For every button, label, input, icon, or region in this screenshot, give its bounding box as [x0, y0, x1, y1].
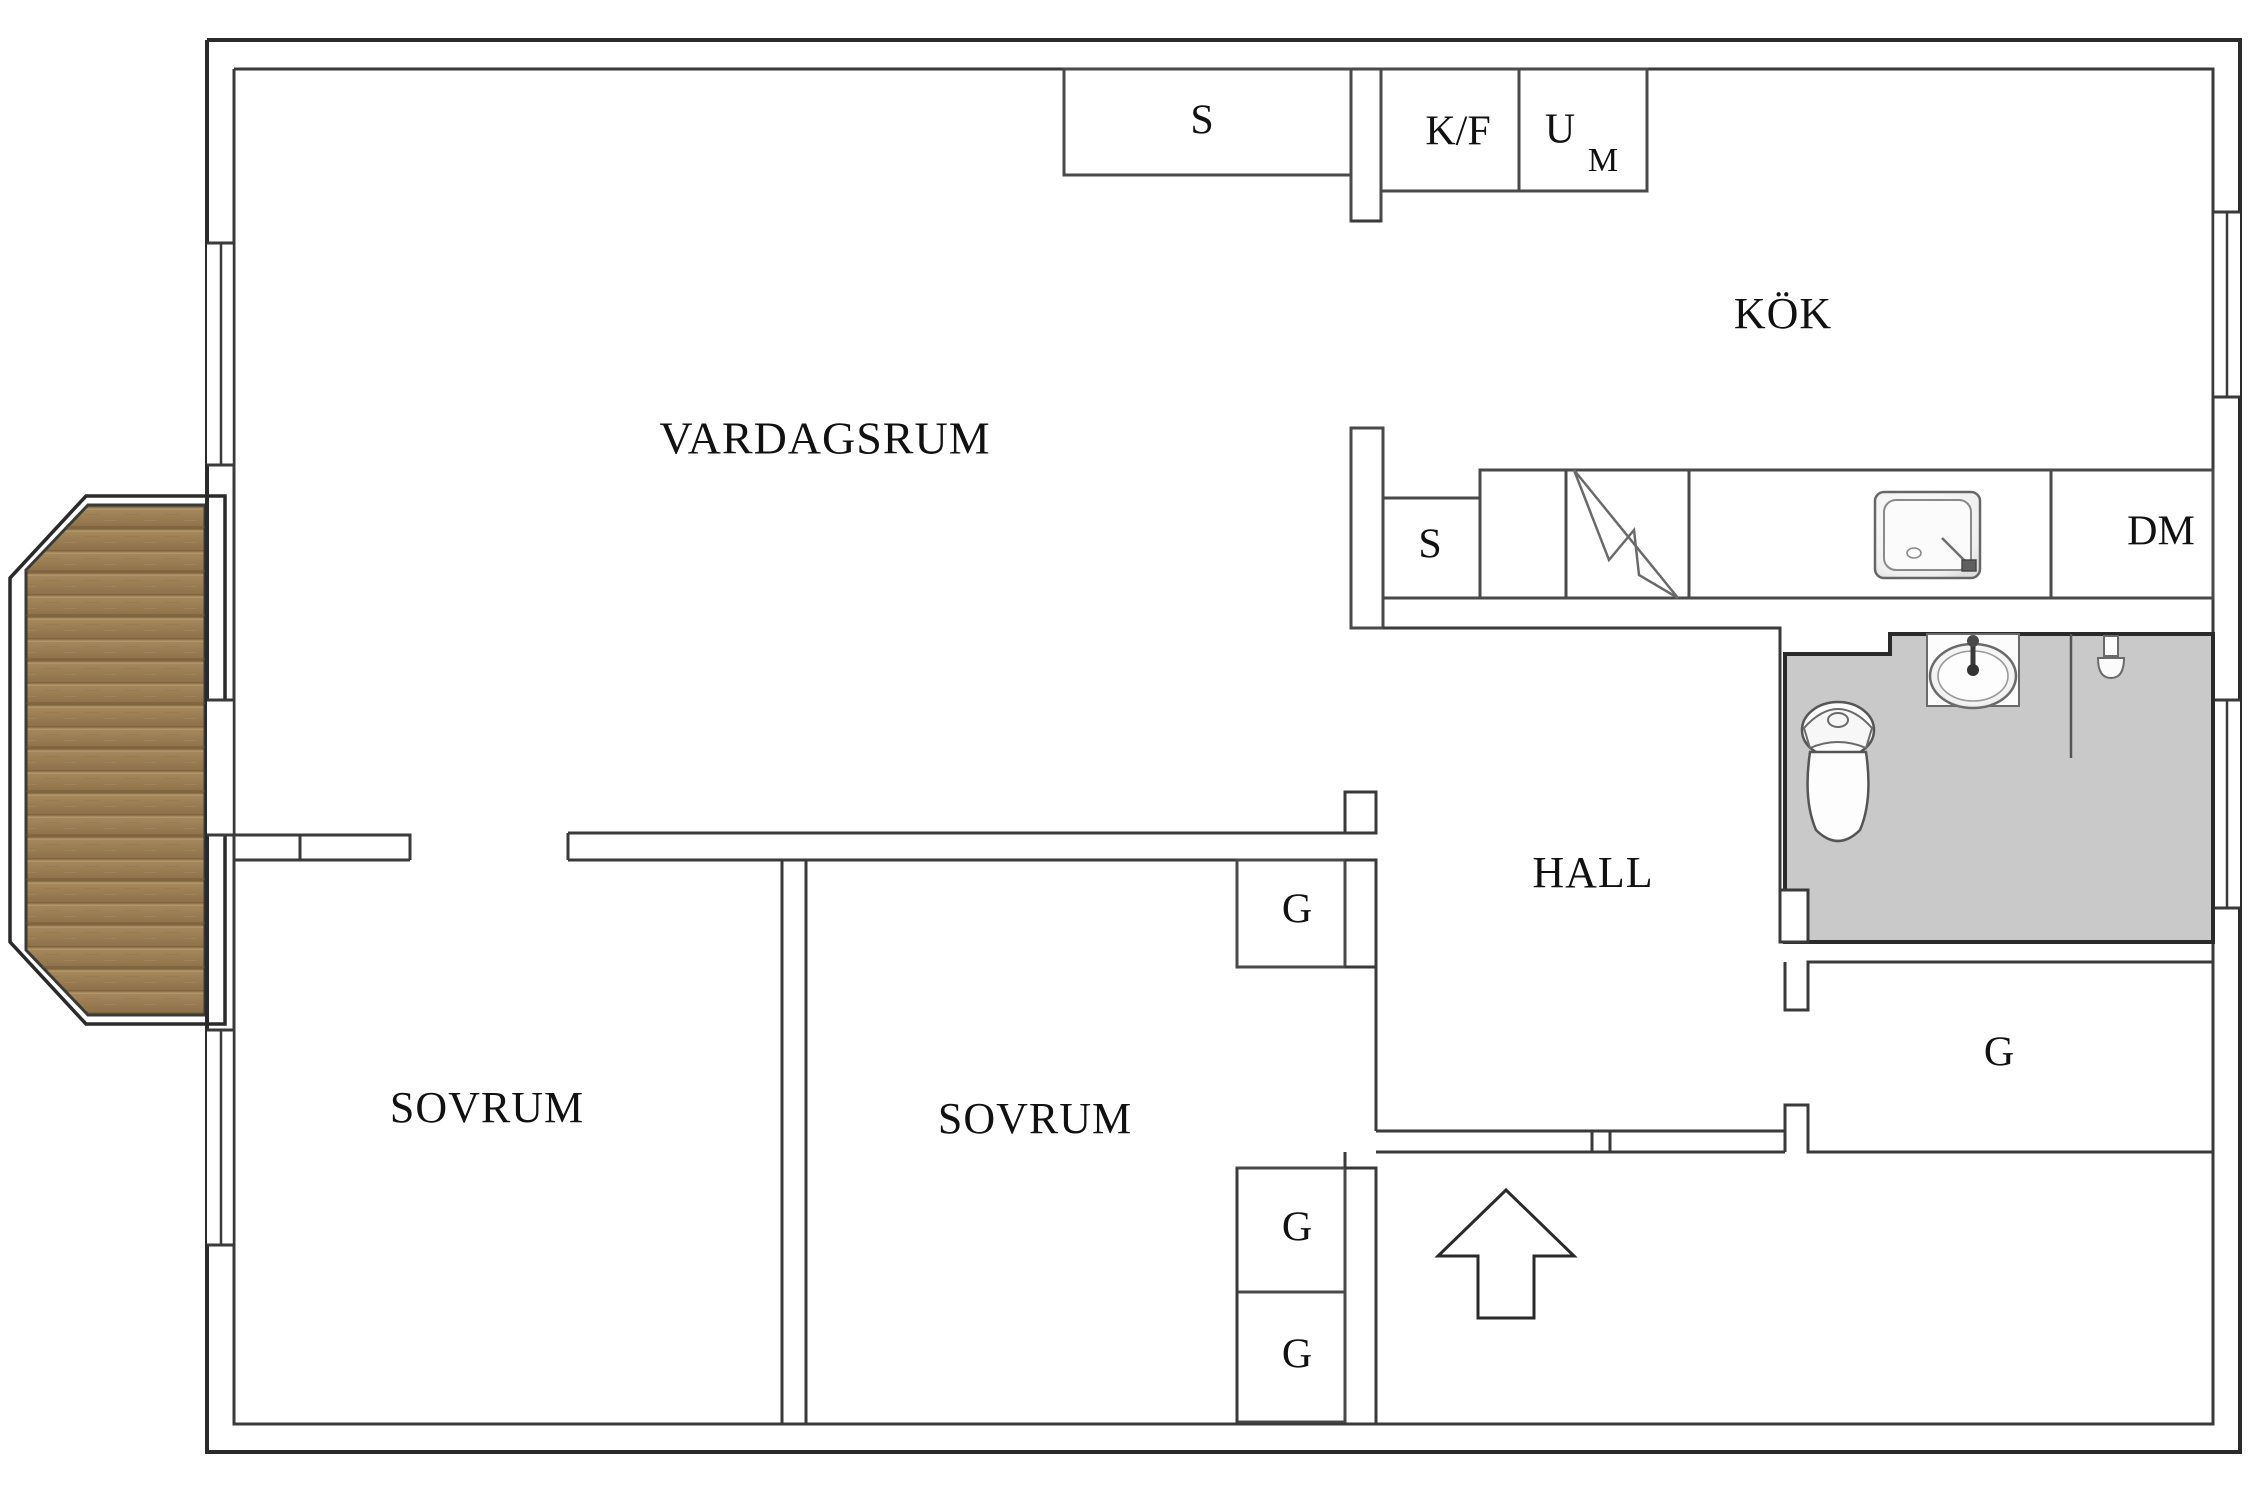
label-sovrum-1: SOVRUM: [390, 1083, 584, 1132]
label-fridge-freezer: K/F: [1425, 109, 1490, 155]
label-closet-top-s: S: [1190, 98, 1213, 144]
label-laundry-u: U: [1545, 107, 1575, 153]
label-vardagsrum: VARDAGSRUM: [659, 413, 990, 464]
bedroom1-top-wall: [234, 833, 412, 862]
toilet: [1800, 700, 1876, 843]
room-labels: VARDAGSRUM KÖK HALL SOVRUM SOVRUM: [390, 289, 1832, 1143]
window-left-upper: [207, 241, 236, 467]
label-wardrobe-hall-g: G: [1984, 1030, 2014, 1076]
bedroom-divider-wall: [780, 858, 808, 1424]
bathroom: [1783, 632, 2215, 944]
kitchen-sink: [1873, 490, 1982, 580]
label-wardrobe-top-g: G: [1282, 887, 1312, 933]
hall-walls: [1376, 640, 2215, 1154]
shower-head: [2096, 635, 2126, 680]
washbasin: [1926, 633, 2020, 710]
label-kok: KÖK: [1734, 289, 1832, 338]
window-left-mid: [207, 698, 236, 837]
label-sovrum-2: SOVRUM: [938, 1094, 1132, 1143]
bedroom2-upper-partition: [566, 790, 1378, 1131]
label-counter-s: S: [1418, 522, 1441, 568]
fixture-labels: S K/F U M S DM G G G G: [1190, 98, 2195, 1378]
label-wardrobe-low-g: G: [1282, 1332, 1312, 1378]
top-cabinet-run: [1062, 67, 1649, 223]
label-laundry-m: M: [1588, 142, 1618, 179]
entrance-arrow-icon: [1434, 1187, 1578, 1320]
label-wardrobe-mid-g: G: [1282, 1205, 1312, 1251]
label-hall: HALL: [1532, 848, 1653, 897]
window-left-lower: [207, 1028, 236, 1247]
kitchen-counter-run: [1349, 426, 2215, 640]
window-right-upper: [2211, 210, 2240, 399]
balcony-deck: [8, 494, 227, 1026]
bedroom2-lower-wardrobes: [1235, 1152, 1378, 1426]
label-dishwasher-dm: DM: [2127, 509, 2195, 555]
stove-icon: [1572, 469, 1679, 600]
window-right-lower: [2211, 698, 2240, 910]
